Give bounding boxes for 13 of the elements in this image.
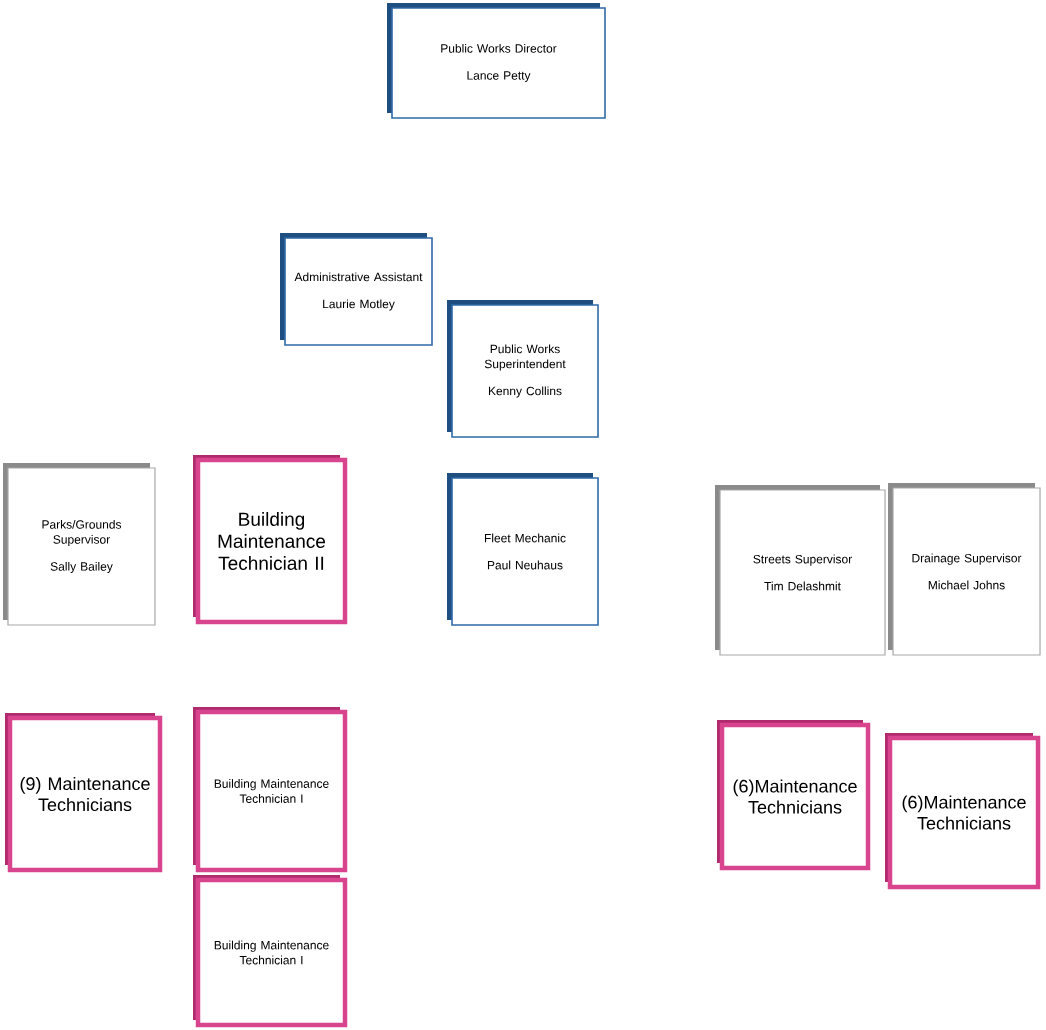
- org-box: Fleet Mechanic Paul Neuhaus: [447, 473, 599, 626]
- org-box: Administrative Assistant Laurie Motley: [280, 233, 433, 346]
- org-box: Public Works Superintendent Kenny Collins: [447, 300, 599, 438]
- org-box: Building Maintenance Technician II: [193, 455, 348, 625]
- org-box: (6)Maintenance Technicians: [885, 733, 1041, 890]
- org-box: (6)Maintenance Technicians: [717, 720, 871, 871]
- org-box: Building Maintenance Technician I: [193, 875, 348, 1028]
- org-box: Drainage Supervisor Michael Johns: [888, 483, 1041, 656]
- org-box: Parks/Grounds Supervisor Sally Bailey: [3, 463, 156, 626]
- org-box: (9) Maintenance Technicians: [5, 713, 163, 873]
- org-box: Streets Supervisor Tim Delashmit: [715, 485, 886, 656]
- org-box: Building Maintenance Technician I: [193, 707, 348, 873]
- org-box: Public Works Director Lance Petty: [387, 3, 606, 119]
